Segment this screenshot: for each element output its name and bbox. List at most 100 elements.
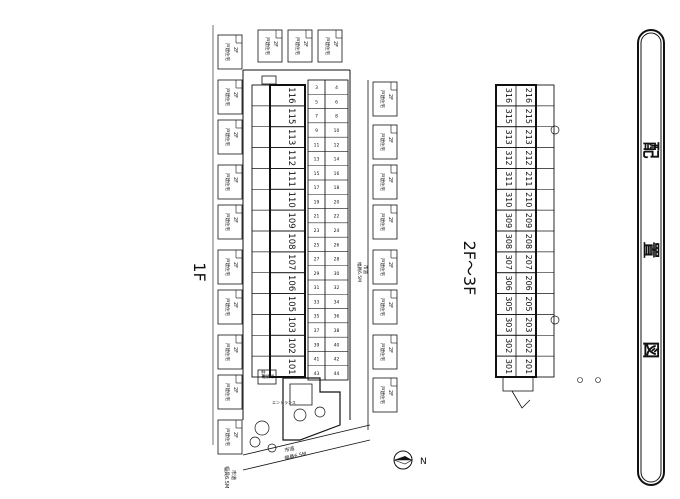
corridor-cell	[535, 272, 555, 294]
parking-space-number: 12	[334, 142, 340, 148]
title-frame	[637, 29, 665, 486]
north-arrow: N	[393, 450, 427, 470]
house-label: 戸建住宅	[294, 37, 301, 55]
house-label: 戸建住宅	[224, 213, 231, 231]
house-floor-tag: 2F	[387, 347, 393, 353]
unit-1f-number: 106	[286, 275, 296, 291]
house-label: 戸建住宅	[379, 258, 386, 276]
unit-1f-number: 111	[286, 171, 296, 187]
floor-label-2f-3f: 2F～3F	[460, 241, 479, 296]
house-label: 戸建住宅	[224, 258, 231, 276]
unit-1f-number: 102	[286, 338, 296, 354]
parking-space-number: 20	[334, 199, 340, 205]
house-floor-tag: 2F	[387, 94, 393, 100]
parking-space-number: 17	[314, 185, 320, 191]
site-boundary	[212, 25, 369, 445]
parking-label: 駐輪場	[262, 373, 274, 379]
balcony-1f-cell	[251, 168, 271, 190]
balcony-1f-cell	[251, 293, 271, 315]
house-label: 戸建住宅	[224, 173, 231, 191]
balcony-1f-cell	[251, 335, 271, 357]
unit-1f-number: 115	[286, 108, 296, 124]
parking-space-number: 4	[335, 85, 338, 91]
unit-1f-number: 107	[286, 254, 296, 270]
parking-space-number: 10	[334, 128, 340, 134]
corridor-cell	[535, 209, 555, 232]
unit-1f-number: 103	[286, 317, 296, 333]
road-bottom-width: 幅員6.5M	[284, 450, 307, 462]
house-floor-tag: 2F	[387, 217, 393, 223]
unit-1f-number: 109	[286, 212, 296, 228]
unit-1f-number: 110	[286, 192, 296, 208]
unit-3f-number: 307	[504, 255, 513, 270]
house-label: 戸建住宅	[324, 37, 331, 55]
corridor-cell	[535, 230, 555, 253]
parking-space-number: 9	[315, 128, 318, 134]
house-floor-tag: 2F	[232, 347, 238, 353]
unit-2f-number: 216	[524, 88, 533, 103]
house-label: 戸建住宅	[224, 428, 231, 446]
parking-space-number: 40	[334, 342, 340, 348]
title-char-2: 置	[640, 242, 660, 259]
unit-1f-number: 112	[286, 150, 296, 166]
house-label: 戸建住宅	[379, 213, 386, 231]
parking-space-number: 14	[334, 157, 340, 163]
house-floor-tag: 2F	[232, 132, 238, 138]
unit-2f-number: 211	[524, 171, 533, 186]
unit-2f-number: 209	[524, 213, 533, 228]
neighbour-houses-left: 2F戸建住宅2F戸建住宅2F戸建住宅2F戸建住宅2F戸建住宅2F戸建住宅2F戸建…	[217, 34, 243, 455]
parking-space-number: 11	[314, 142, 320, 148]
unit-2f-number: 202	[524, 338, 533, 353]
units-1f-group: 1161151131121111101091081071061051031021…	[251, 84, 306, 378]
balcony-1f-cell	[251, 209, 271, 232]
unit-2f-number: 213	[524, 130, 533, 145]
house-label: 戸建住宅	[224, 298, 231, 316]
parking-space-number: 42	[334, 357, 340, 363]
unit-3f-number: 310	[504, 192, 513, 207]
parking-space-number: 16	[334, 171, 340, 177]
floor-label-1f: 1F	[190, 262, 209, 281]
entrance-label: エントランス	[272, 399, 296, 405]
unit-2f-number: 208	[524, 234, 533, 249]
parking-space-number: 30	[334, 271, 340, 277]
parking-space-number: 25	[314, 242, 320, 248]
road-bottom-name: 市道	[284, 445, 295, 454]
parking-space-number: 39	[314, 342, 320, 348]
house-floor-tag: 2F	[332, 41, 338, 47]
parking-space-number: 26	[334, 242, 340, 248]
parking-space-number: 36	[334, 314, 340, 320]
unit-3f-number: 311	[504, 171, 513, 186]
corridor-cell	[535, 168, 555, 190]
house-label: 戸建住宅	[224, 43, 231, 61]
house-label: 戸建住宅	[379, 386, 386, 404]
parking-space-number: 27	[314, 257, 320, 263]
house-label: 戸建住宅	[379, 298, 386, 316]
balcony-1f-cell	[251, 84, 271, 107]
parking-space-number: 6	[335, 99, 338, 105]
unit-1f-number: 101	[286, 358, 296, 374]
house-label: 戸建住宅	[379, 90, 386, 108]
balcony-1f-cell	[251, 272, 271, 294]
balcony-1f-cell	[251, 251, 271, 273]
house-floor-tag: 2F	[387, 390, 393, 396]
unit-2f-number: 203	[524, 317, 533, 332]
entrance-area: エントランス 駐輪場	[249, 373, 341, 453]
house-floor-tag: 2F	[232, 302, 238, 308]
house-floor-tag: 2F	[232, 217, 238, 223]
corridor-cell	[535, 147, 555, 169]
parking-space-number: 24	[334, 228, 340, 234]
unit-1f-number: 105	[286, 296, 296, 312]
parking-space-number: 8	[335, 114, 338, 120]
